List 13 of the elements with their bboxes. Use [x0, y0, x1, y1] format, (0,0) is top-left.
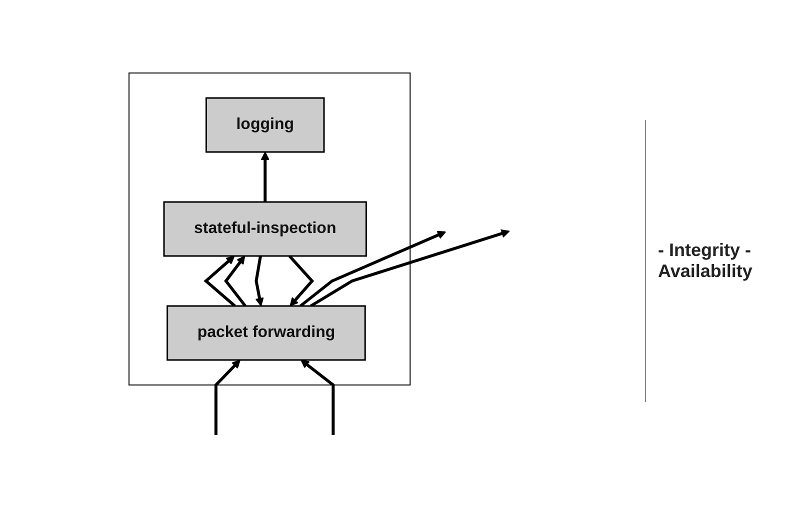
- process-box: logging: [206, 97, 326, 153]
- arrow: [301, 360, 336, 435]
- arrow: [214, 360, 241, 435]
- arrow: [288, 254, 315, 306]
- side-note: - Integrity - Availability: [658, 240, 754, 282]
- arrow: [255, 256, 264, 306]
- arrow: [300, 230, 447, 308]
- arrow: [224, 256, 247, 307]
- process-box: packet forwarding: [167, 305, 366, 361]
- process-box: stateful-inspection: [164, 201, 368, 257]
- arrow: [204, 256, 236, 308]
- arrow: [310, 229, 510, 308]
- arrow: [261, 152, 270, 202]
